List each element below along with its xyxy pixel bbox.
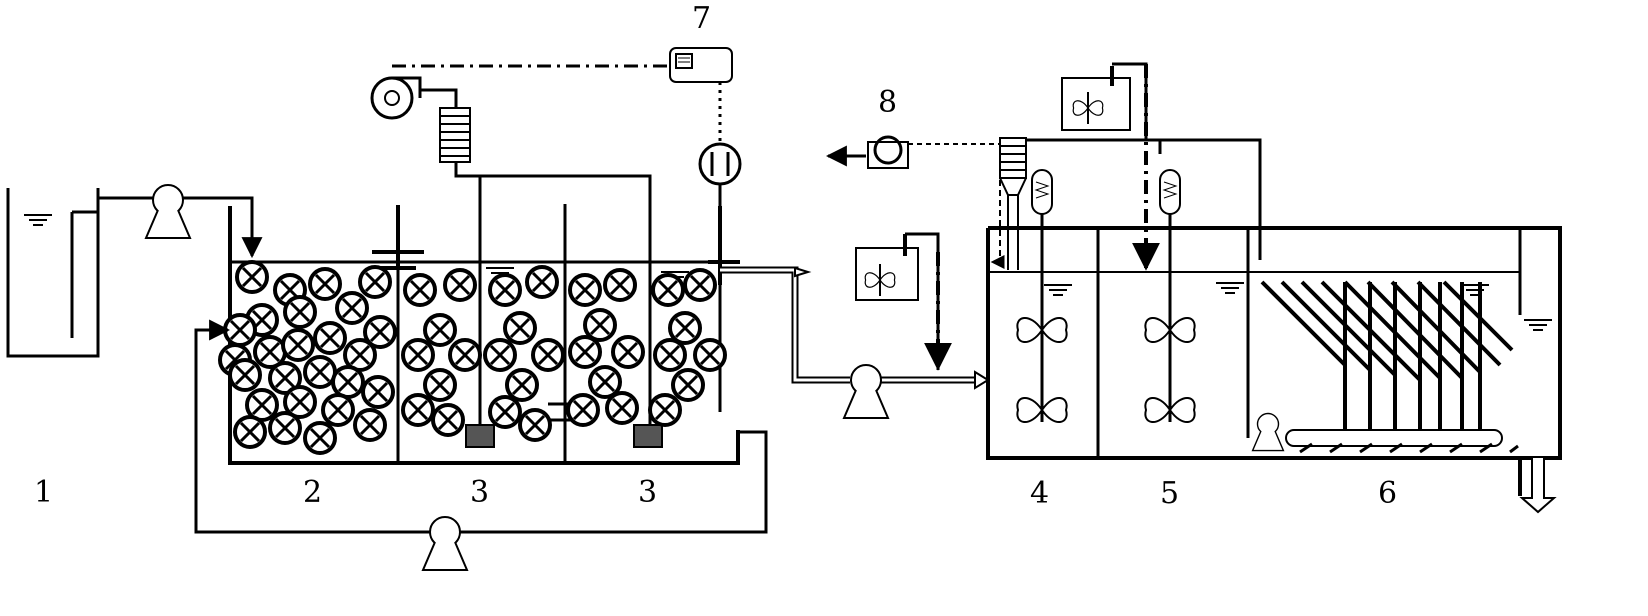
label-3b: 3 [638, 475, 657, 510]
transfer-pump [843, 364, 889, 419]
separator [999, 137, 1027, 270]
recirculation-pump [422, 516, 468, 571]
label-2: 2 [303, 475, 322, 510]
dosing-tank-top [1061, 62, 1160, 271]
do-probe [698, 142, 742, 208]
label-1: 1 [34, 475, 53, 510]
flowmeter [439, 107, 471, 163]
label-7: 7 [692, 1, 711, 36]
blower [370, 76, 422, 120]
label-5: 5 [1160, 476, 1179, 511]
label-6: 6 [1378, 476, 1397, 511]
treatment-train [986, 169, 1562, 514]
dosing-tank-8 [855, 232, 952, 371]
label-8: 8 [878, 85, 897, 120]
sludge-pump-8 [867, 135, 909, 169]
raw-water-tank [6, 188, 100, 358]
label-4: 4 [1030, 476, 1049, 511]
controller [669, 47, 733, 83]
biofilm-reactor [218, 178, 740, 465]
feed-pump [145, 184, 191, 239]
label-3a: 3 [470, 475, 489, 510]
